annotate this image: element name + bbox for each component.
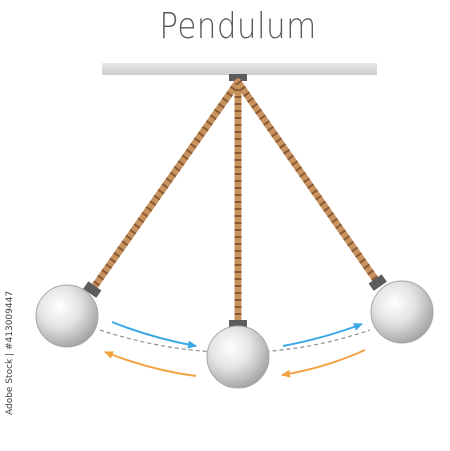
support-beam <box>102 63 377 75</box>
rope-right <box>234 78 382 287</box>
pivot-cap <box>229 74 247 81</box>
bob-center <box>206 320 270 389</box>
arrow-right-right-segment <box>282 323 363 347</box>
arrow-left-right-segment <box>281 349 366 378</box>
stock-id-label: Adobe Stock | #413009447 <box>5 290 15 415</box>
page-title: Pendulum <box>159 6 317 47</box>
rope-left <box>88 78 242 294</box>
arrow-left-left-segment <box>104 351 197 377</box>
swing-path <box>99 329 371 354</box>
bob-left <box>35 281 102 348</box>
bob-right <box>368 274 434 344</box>
arrow-right-left-segment <box>111 321 197 349</box>
